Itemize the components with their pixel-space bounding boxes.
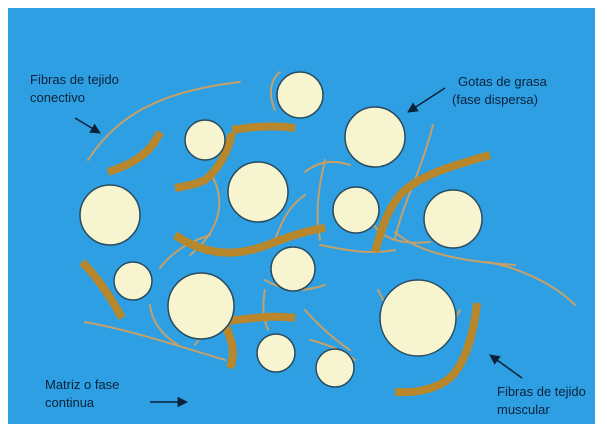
label-matrix-line2: continua	[45, 395, 95, 410]
fat-droplet	[271, 247, 315, 291]
fat-droplet	[80, 185, 140, 245]
fat-droplet	[185, 120, 225, 160]
fat-droplet	[333, 187, 379, 233]
fat-droplet	[257, 334, 295, 372]
fat-droplet	[228, 162, 288, 222]
muscle-fiber	[232, 126, 295, 130]
label-fat-line2: (fase dispersa)	[452, 92, 538, 107]
fat-droplet	[424, 190, 482, 248]
fat-droplet	[168, 273, 234, 339]
fat-droplet	[380, 280, 456, 356]
fat-droplet	[114, 262, 152, 300]
label-connective-line1: Fibras de tejido	[30, 72, 119, 87]
label-muscle-line2: muscular	[497, 402, 550, 417]
label-matrix-line1: Matriz o fase	[45, 377, 119, 392]
fat-droplet	[316, 349, 354, 387]
label-muscle-line1: Fibras de tejido	[497, 384, 586, 399]
label-connective-line2: conectivo	[30, 90, 85, 105]
label-fat-line1: Gotas de grasa	[458, 74, 548, 89]
fat-droplet	[345, 107, 405, 167]
fat-droplet	[277, 72, 323, 118]
